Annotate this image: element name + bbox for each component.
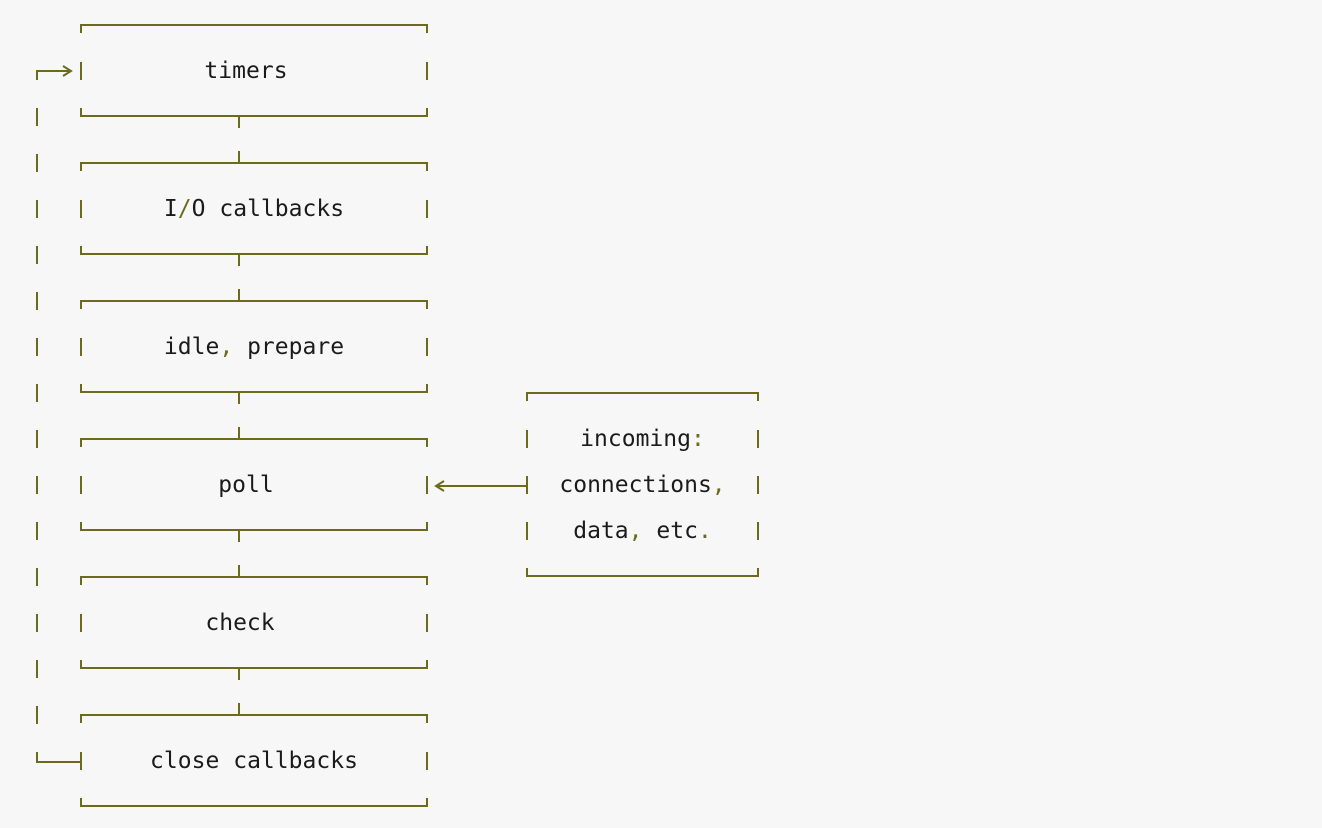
phase-label-close-callbacks: close callbacks <box>150 748 358 774</box>
incoming-arrow <box>434 480 527 492</box>
phase-label-check: check <box>205 610 275 636</box>
loop-back-arrow <box>36 65 81 763</box>
box-io-callbacks <box>80 162 428 255</box>
box-incoming <box>526 392 759 577</box>
box-check <box>80 576 428 669</box>
box-close-callbacks <box>80 714 428 807</box>
incoming-label-line-2: connections, <box>559 472 726 498</box>
box-idle-prepare <box>80 300 428 393</box>
phase-label-timers: timers <box>204 58 288 84</box>
incoming-label-line-1: incoming: <box>580 426 705 452</box>
incoming-label-line-3: data, etc. <box>573 518 712 544</box>
phase-label-idle-prepare: idle, prepare <box>163 334 345 360</box>
phase-label-poll: poll <box>218 472 274 498</box>
box-poll <box>80 438 428 531</box>
phase-label-io-callbacks: I/O callbacks <box>163 196 345 222</box>
box-timers <box>80 24 428 117</box>
